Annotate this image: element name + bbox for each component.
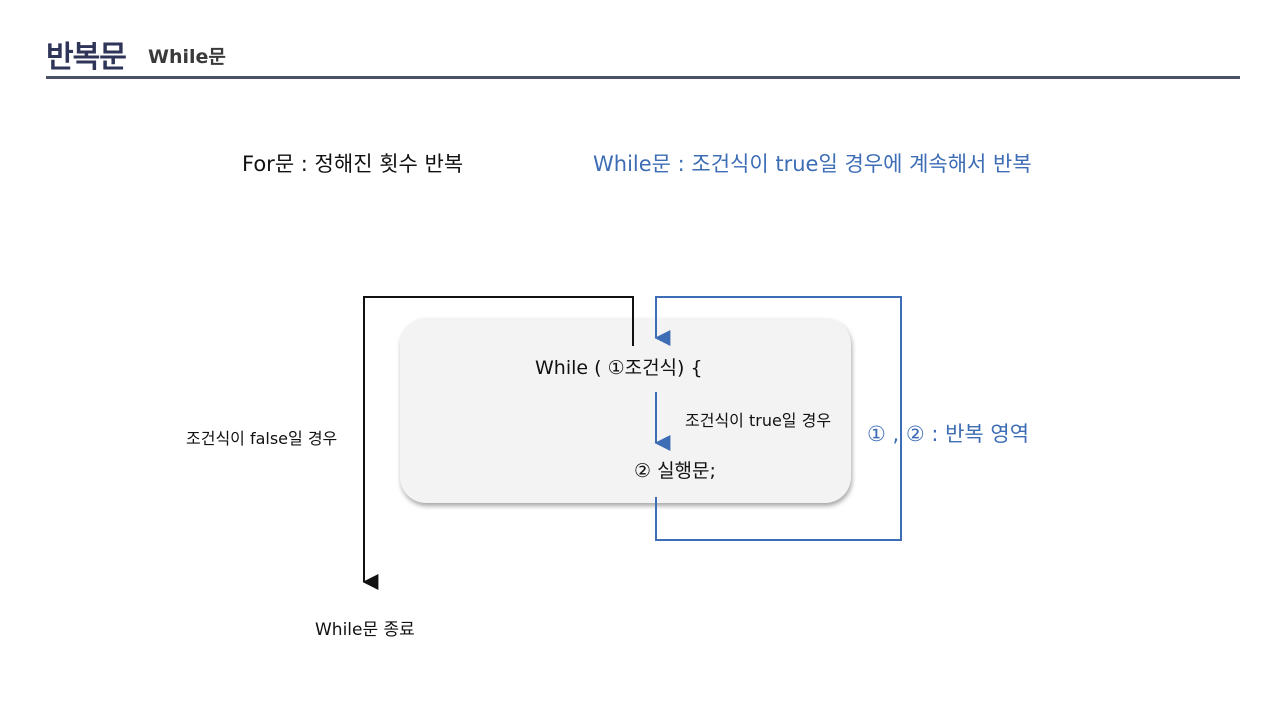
- false-condition-label: 조건식이 false일 경우: [186, 429, 338, 448]
- loop-back-arrow: [654, 296, 902, 541]
- repeat-region-label: ① , ② : 반복 영역: [867, 422, 1030, 446]
- loop-body-box: [400, 318, 851, 503]
- true-condition-label: 조건식이 true일 경우: [685, 411, 832, 430]
- false-exit-arrow: [362, 296, 634, 590]
- page-title: 반복문: [46, 40, 127, 75]
- while-condition-statement: While ( ①조건식) {: [535, 357, 703, 379]
- execute-statement: ② 실행문;: [634, 460, 716, 482]
- page-subtitle: While문: [148, 46, 226, 68]
- for-loop-description: For문 : 정해진 횟수 반복: [242, 152, 464, 176]
- header-divider: [46, 76, 1240, 79]
- loop-end-label: While문 종료: [315, 620, 415, 640]
- while-loop-description: While문 : 조건식이 true일 경우에 계속해서 반복: [593, 152, 1032, 176]
